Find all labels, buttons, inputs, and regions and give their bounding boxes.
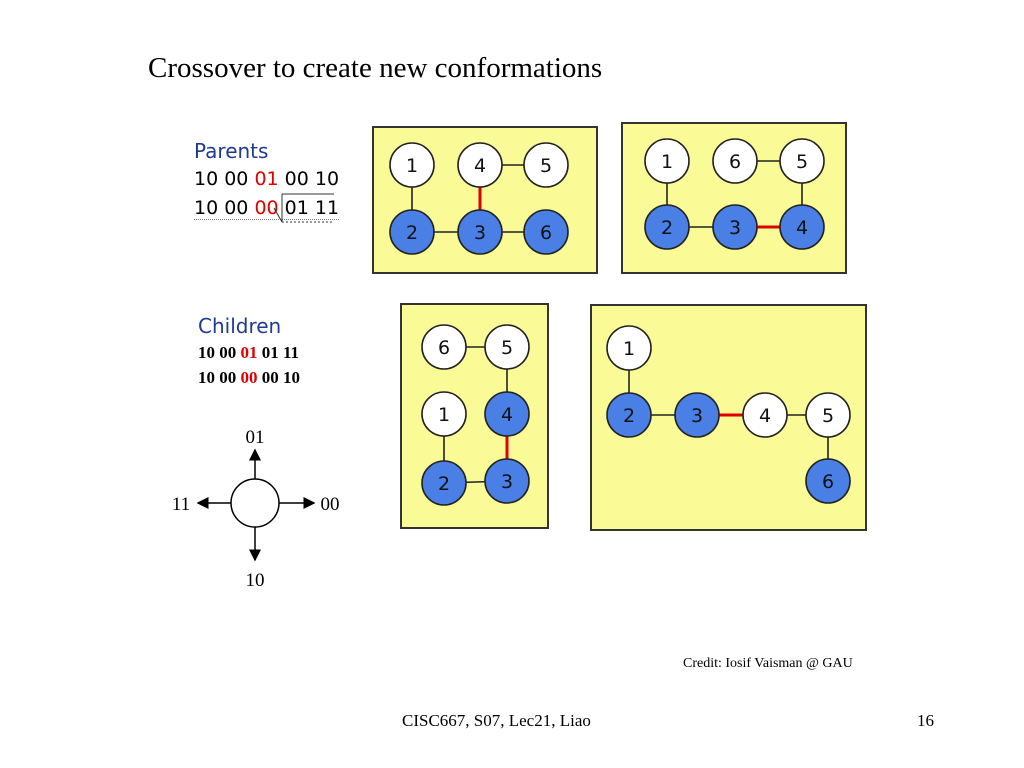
graph-parent-2: 1 6 5 2 3 4 (644, 138, 825, 250)
residue-node (606, 392, 652, 438)
residue-label: 5 (796, 151, 808, 173)
residue-node (805, 458, 851, 504)
child-code-1: 10 00 01 01 11 (198, 343, 299, 363)
residue-label: 2 (661, 217, 673, 239)
residue-label: 3 (474, 222, 486, 244)
residue-node (606, 325, 652, 371)
graph-child-2: 1 2 3 4 5 6 (606, 325, 851, 504)
footer-text: CISC667, S07, Lec21, Liao (402, 711, 591, 730)
residue-node (674, 392, 720, 438)
child-code-2-a: 10 00 (198, 368, 241, 387)
residue-label: 4 (501, 404, 513, 426)
residue-node (712, 204, 758, 250)
residue-node (712, 138, 758, 184)
residue-label: 2 (406, 222, 418, 244)
residue-label: 4 (796, 217, 808, 239)
residue-label: 5 (822, 405, 834, 427)
residue-node (644, 138, 690, 184)
child-code-2: 10 00 00 00 10 (198, 368, 300, 388)
parent-code-1-c: 00 10 (278, 168, 340, 190)
compass-down-label: 10 (246, 570, 265, 591)
graph-parent-1: 1 4 5 2 3 6 (389, 142, 569, 255)
parent-code-1-crossover: 01 (254, 168, 279, 190)
residue-label: 2 (623, 405, 635, 427)
residue-node (742, 392, 788, 438)
compass-right-label: 00 (321, 494, 340, 515)
residue-label: 1 (406, 155, 418, 177)
residue-node (484, 458, 530, 504)
residue-label: 1 (438, 404, 450, 426)
child-code-2-crossover: 00 (240, 368, 258, 387)
parent-code-2-c: 01 11 (278, 197, 340, 219)
residue-label: 3 (729, 217, 741, 239)
compass-up-label: 01 (246, 427, 265, 448)
credit-text: Credit: Iosif Vaisman @ GAU (683, 656, 853, 671)
parent-code-2: 10 00 00 01 11 (194, 197, 340, 220)
residue-label: 1 (661, 151, 673, 173)
graph-child-1: 6 5 1 4 2 3 (421, 324, 530, 506)
residue-node (484, 324, 530, 370)
parent-code-2-a: 10 00 (194, 197, 255, 219)
residue-label: 3 (691, 405, 703, 427)
compass-left-label: 11 (172, 494, 190, 515)
residue-node (805, 392, 851, 438)
children-label: Children (198, 314, 282, 338)
parent-code-1-a: 10 00 (194, 168, 255, 190)
parents-label: Parents (194, 139, 269, 163)
residue-node (457, 209, 503, 255)
residue-label: 4 (474, 155, 486, 177)
residue-node (484, 391, 530, 437)
page-number: 16 (917, 711, 934, 730)
residue-node (389, 142, 435, 188)
residue-node (421, 391, 467, 437)
residue-node (523, 142, 569, 188)
residue-node (421, 460, 467, 506)
residue-label: 2 (438, 473, 450, 495)
parent-code-1: 10 00 01 00 10 (194, 168, 339, 190)
residue-label: 3 (501, 471, 513, 493)
parent-code-2-crossover: 00 (254, 197, 279, 219)
residue-label: 6 (729, 151, 741, 173)
residue-label: 6 (438, 337, 450, 359)
child-code-1-crossover: 01 (240, 343, 258, 362)
residue-label: 5 (501, 337, 513, 359)
residue-node (644, 204, 690, 250)
child-code-2-c: 00 10 (257, 368, 300, 387)
residue-node (421, 324, 467, 370)
residue-label: 5 (540, 155, 552, 177)
residue-label: 1 (623, 338, 635, 360)
residue-node (523, 209, 569, 255)
slide-title: Crossover to create new conformations (148, 52, 603, 84)
residue-label: 6 (540, 222, 552, 244)
residue-node (457, 142, 503, 188)
residue-label: 4 (759, 405, 771, 427)
residue-node (779, 138, 825, 184)
child-code-1-a: 10 00 (198, 343, 241, 362)
residue-node (389, 209, 435, 255)
residue-node (779, 204, 825, 250)
child-code-1-c: 01 11 (257, 343, 300, 362)
residue-label: 6 (822, 471, 834, 493)
